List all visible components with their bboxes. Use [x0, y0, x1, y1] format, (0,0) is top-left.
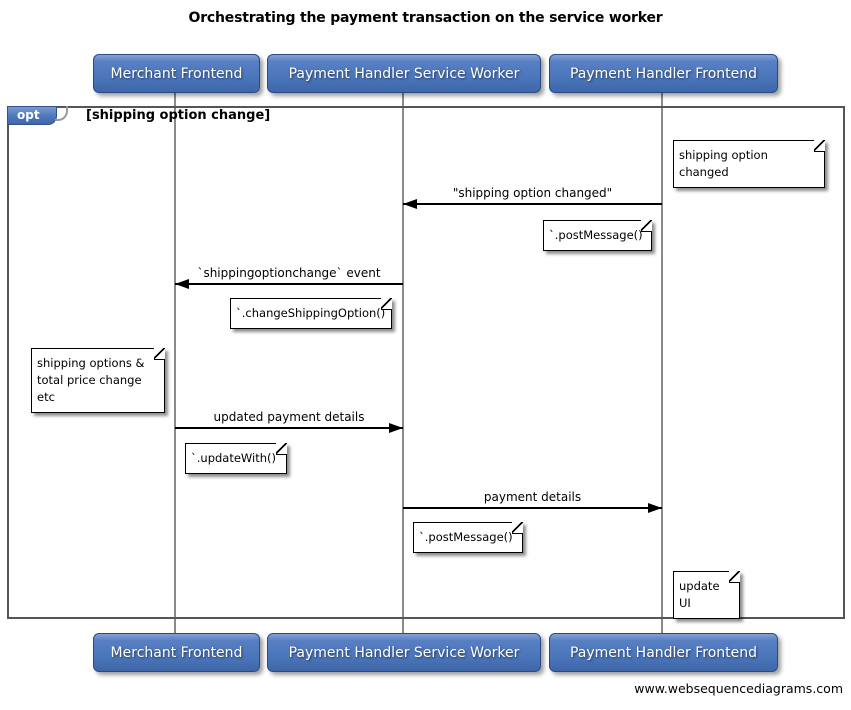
message-label: `shippingoptionchange` event — [197, 266, 381, 280]
arrowhead-left-icon — [175, 279, 189, 289]
message-arrow — [175, 423, 403, 433]
message-updated-payment-details: updated payment details — [175, 410, 403, 433]
message-arrow — [403, 503, 662, 513]
note-change-shipping-option: `.changeShippingOption()` — [230, 298, 392, 329]
actor-label: Merchant Frontend — [110, 644, 243, 661]
actor-label: Merchant Frontend — [110, 65, 243, 82]
note-update-with: `.updateWith()` — [185, 443, 287, 474]
actor-box-merchant-frontend-bottom: Merchant Frontend — [93, 633, 260, 672]
note-shipping-options-total-price: shipping options & total price change et… — [31, 348, 165, 413]
actor-box-payment-handler-service-worker-bottom: Payment Handler Service Worker — [267, 633, 541, 672]
actor-label: Payment Handler Service Worker — [288, 65, 520, 82]
lifeline-merchant-frontend — [174, 91, 176, 634]
note-update-ui: update UI — [673, 571, 740, 619]
actor-box-payment-handler-service-worker-top: Payment Handler Service Worker — [267, 54, 541, 93]
actor-box-payment-handler-frontend-top: Payment Handler Frontend — [549, 54, 778, 93]
actor-box-payment-handler-frontend-bottom: Payment Handler Frontend — [549, 633, 778, 672]
actor-label: Payment Handler Frontend — [569, 65, 758, 82]
message-label: updated payment details — [213, 410, 365, 424]
page-title: Orchestrating the payment transaction on… — [188, 10, 663, 26]
arrowhead-right-icon — [648, 503, 662, 513]
note-post-message-1: `.postMessage()` — [543, 220, 652, 251]
message-shipping-option-changed: "shipping option changed" — [403, 186, 662, 209]
footer-watermark: www.websequencediagrams.com — [634, 681, 843, 696]
opt-guard-label: [shipping option change] — [86, 108, 271, 123]
message-payment-details: payment details — [403, 490, 662, 513]
lifeline-payment-handler-frontend — [661, 91, 663, 634]
arrowhead-left-icon — [403, 199, 417, 209]
actor-label: Payment Handler Frontend — [569, 644, 758, 661]
note-shipping-option-changed: shipping option changed — [673, 140, 825, 188]
message-shippingoptionchange-event: `shippingoptionchange` event — [175, 266, 403, 289]
message-label: "shipping option changed" — [452, 186, 613, 200]
actor-box-merchant-frontend-top: Merchant Frontend — [93, 54, 260, 93]
actor-label: Payment Handler Service Worker — [288, 644, 520, 661]
opt-operator-tab: opt — [7, 106, 68, 125]
note-post-message-2: `.postMessage()` — [413, 522, 523, 553]
message-arrow — [175, 279, 403, 289]
lifeline-payment-handler-service-worker — [402, 91, 404, 634]
message-label: payment details — [483, 490, 582, 504]
arrowhead-right-icon — [389, 423, 403, 433]
message-arrow — [403, 199, 662, 209]
